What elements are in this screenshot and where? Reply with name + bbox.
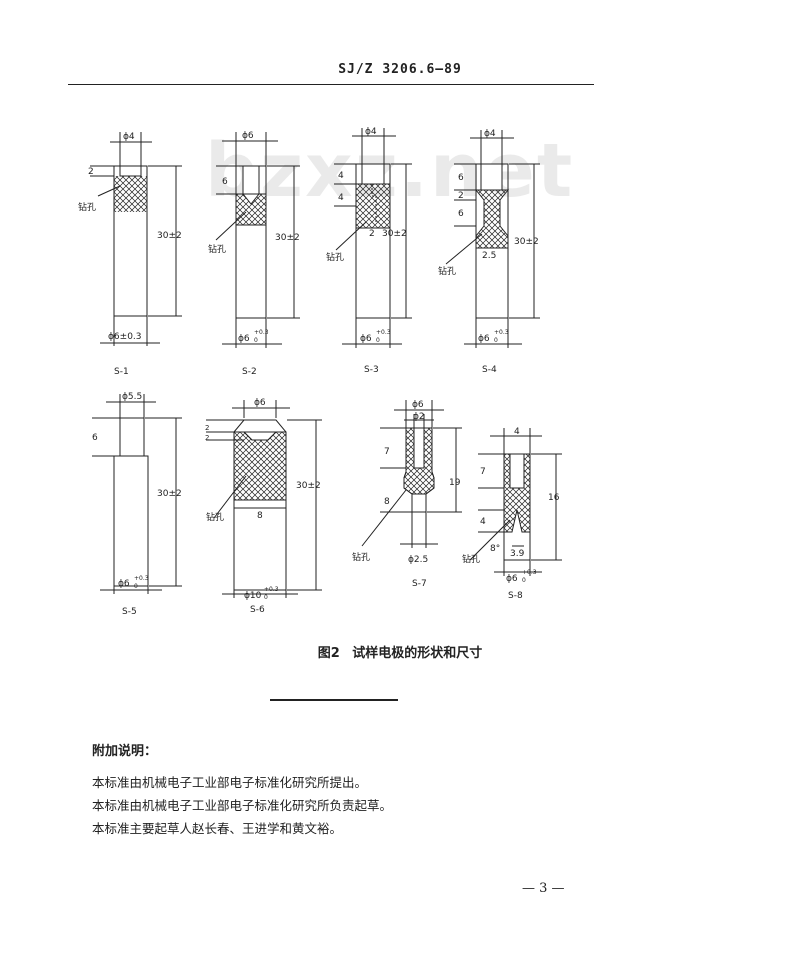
s3-hole-label: 钻孔 [326, 251, 344, 263]
s5-tol-upper: +0.3 [134, 575, 149, 582]
s7-dim-1: 7 [384, 447, 390, 457]
specimen-s5 [92, 394, 182, 594]
s6-top-dim: ϕ6 [254, 398, 266, 408]
specimen-s8 [469, 428, 562, 576]
s2-hole-label: 钻孔 [208, 243, 226, 255]
s7-dim-3: 8 [384, 497, 390, 507]
s3-tol-lower: 0 [376, 337, 380, 344]
specimen-s6 [206, 400, 322, 598]
electrode-figure: ϕ4 2 30±2 钻孔 ϕ6±0.3 S-1 ϕ6 6 30±2 钻孔 ϕ6 … [78, 127, 562, 617]
s2-dim-1: 6 [222, 177, 228, 187]
specimen-s2 [215, 132, 300, 348]
s1-hole-label: 钻孔 [78, 201, 96, 213]
s4-dim-4: 2.5 [482, 251, 496, 261]
s3-tol-upper: +0.3 [376, 329, 391, 336]
s7-top-dim: ϕ6 [412, 400, 424, 410]
s3-top-dim: ϕ4 [365, 127, 377, 137]
s8-tol-upper: +0.3 [522, 569, 537, 576]
s6-tol-upper: +0.3 [264, 586, 279, 593]
s3-dim-1: 4 [338, 171, 344, 181]
s2-dim-2: 30±2 [275, 233, 300, 243]
s5-top-dim: ϕ5.5 [122, 392, 142, 402]
s1-top-dim: ϕ4 [123, 132, 135, 142]
header-rule [68, 84, 594, 85]
s4-hole-label: 钻孔 [438, 265, 456, 277]
specimen-s3 [334, 128, 412, 348]
s2-top-dim: ϕ6 [242, 131, 254, 141]
s6-hole-label: 钻孔 [206, 511, 224, 523]
s2-bottom-dim: ϕ6 [238, 334, 250, 344]
figure-caption: 图2 试样电极的形状和尺寸 [0, 642, 800, 661]
standard-number: SJ/Z 3206.6—89 [338, 62, 462, 77]
s8-dim-3: 4 [480, 517, 486, 527]
s4-dim-2: 2 [458, 191, 464, 201]
additional-notes: 附加说明： 本标准由机械电子工业部电子标准化研究所提出。 本标准由机械电子工业部… [92, 740, 392, 840]
figure-number: 图2 [317, 646, 340, 661]
end-rule [270, 699, 398, 701]
s1-dim-1: 2 [88, 167, 94, 177]
s6-caption: S-6 [250, 605, 265, 615]
s4-dim-5: 30±2 [514, 237, 539, 247]
specimen-s1 [90, 132, 182, 346]
s5-dim-2: 30±2 [157, 489, 182, 499]
s8-hole-label: 钻孔 [462, 553, 480, 565]
s1-caption: S-1 [114, 367, 129, 377]
s8-dim-1: 7 [480, 467, 486, 477]
note-line-3: 本标准主要起草人赵长春、王进学和黄文裕。 [92, 821, 343, 836]
s6-bottom-dim: ϕ10 [244, 591, 262, 601]
s1-bottom-dim: ϕ6±0.3 [108, 332, 142, 342]
s3-caption: S-3 [364, 365, 379, 375]
specimen-s7 [361, 400, 462, 548]
s6-dim-1: 2 [205, 424, 209, 432]
s2-tol-lower: 0 [254, 337, 258, 344]
s4-dim-1: 6 [458, 173, 464, 183]
s4-bottom-dim: ϕ6 [478, 334, 490, 344]
s3-dim-4: 30±2 [382, 229, 407, 239]
s5-caption: S-5 [122, 607, 137, 617]
page-number: — 3 — [522, 881, 565, 896]
s8-top-dim: 4 [514, 427, 520, 437]
notes-title: 附加说明： [92, 744, 158, 759]
s4-tol-upper: +0.3 [494, 329, 509, 336]
s8-dim-5: 3.9 [510, 549, 525, 559]
specimen-s4 [445, 130, 540, 348]
s5-dim-1: 6 [92, 433, 98, 443]
s8-caption: S-8 [508, 591, 523, 601]
s6-dim-2: 2 [205, 434, 209, 442]
s2-tol-upper: +0.3 [254, 329, 269, 336]
s5-bottom-dim: ϕ6 [118, 579, 130, 589]
s6-tol-lower: 0 [264, 594, 268, 601]
s7-dim-2: 19 [449, 478, 461, 488]
s8-dim-2: 16 [548, 493, 560, 503]
figure-title: 试样电极的形状和尺寸 [352, 646, 483, 661]
s8-tol-lower: 0 [522, 577, 526, 584]
s4-dim-3: 6 [458, 209, 464, 219]
s7-hole-label: 钻孔 [352, 551, 370, 563]
note-line-1: 本标准由机械电子工业部电子标准化研究所提出。 [92, 775, 368, 790]
s8-dim-4: 8° [490, 544, 500, 554]
s7-caption: S-7 [412, 579, 427, 589]
s2-caption: S-2 [242, 367, 257, 377]
s7-bottom-dim: ϕ2.5 [408, 555, 428, 565]
s3-bottom-dim: ϕ6 [360, 334, 372, 344]
s7-top-dim-2: ϕ2 [413, 412, 425, 422]
s6-dim-4: 8 [257, 511, 263, 521]
s3-dim-3: 2 [369, 229, 375, 239]
s5-tol-lower: 0 [134, 583, 138, 590]
s8-bottom-dim: ϕ6 [506, 574, 518, 584]
s4-caption: S-4 [482, 365, 497, 375]
s1-dim-2: 30±2 [157, 231, 182, 241]
s3-dim-2: 4 [338, 193, 344, 203]
s4-tol-lower: 0 [494, 337, 498, 344]
s4-top-dim: ϕ4 [484, 129, 496, 139]
s6-dim-3: 30±2 [296, 481, 321, 491]
note-line-2: 本标准由机械电子工业部电子标准化研究所负责起草。 [92, 798, 393, 813]
